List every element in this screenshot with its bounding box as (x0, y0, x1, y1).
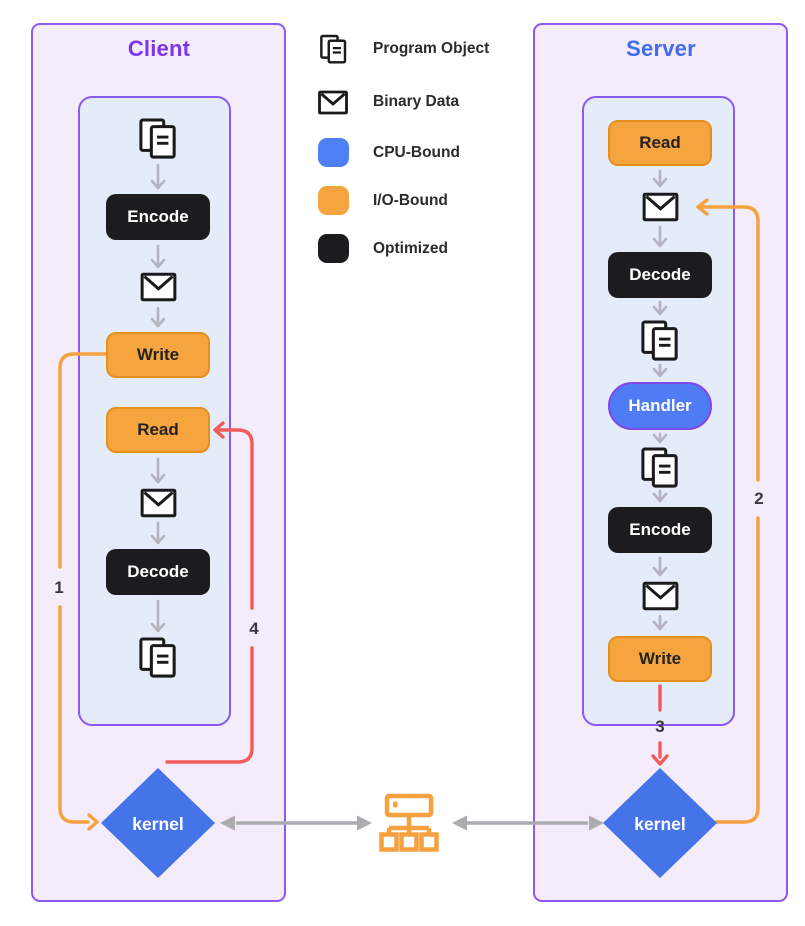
client-program-object-icon-top (139, 118, 177, 160)
step-2-label: 2 (754, 489, 764, 508)
io-bound-swatch (316, 186, 350, 215)
legend-label: Binary Data (373, 93, 460, 110)
server-read-block: Read (608, 120, 712, 166)
network-hub-icon (375, 793, 443, 853)
step-1-label: 1 (54, 578, 64, 597)
client-binary-data-icon-1 (140, 272, 177, 302)
client-kernel-label: kernel (132, 814, 184, 834)
program-object-icon (316, 34, 350, 65)
legend-item-binary-data: Binary Data (316, 88, 459, 116)
server-title: Server (626, 36, 696, 61)
server-binary-data-icon-2 (642, 581, 679, 611)
legend-item-cpu-bound: CPU-Bound (316, 138, 460, 167)
client-kernel: kernel (100, 767, 216, 879)
legend-label: Program Object (373, 40, 490, 57)
client-program-object-icon-bottom (139, 637, 177, 679)
step-3-label: 3 (655, 717, 665, 736)
legend-label: CPU-Bound (373, 143, 460, 161)
legend-label: Optimized (373, 239, 448, 257)
legend-label: I/O-Bound (373, 191, 448, 209)
legend-item-program-object: Program Object (316, 30, 489, 68)
server-binary-data-icon-1 (642, 192, 679, 222)
client-title: Client (127, 36, 191, 61)
server-kernel-label: kernel (634, 814, 686, 834)
server-program-object-icon-bottom (641, 447, 679, 489)
cpu-bound-swatch (316, 138, 350, 167)
client-write-block: Write (106, 332, 210, 378)
server-decode-block: Decode (608, 252, 712, 298)
client-decode-block: Decode (106, 549, 210, 595)
server-program-object-icon-top (641, 320, 679, 362)
optimized-swatch (316, 234, 350, 263)
server-handler-block: Handler (608, 382, 712, 430)
legend-item-io-bound: I/O-Bound (316, 186, 448, 215)
server-encode-block: Encode (608, 507, 712, 553)
server-write-block: Write (608, 636, 712, 682)
client-encode-block: Encode (106, 194, 210, 240)
client-binary-data-icon-2 (140, 488, 177, 518)
server-kernel: kernel (602, 767, 718, 879)
envelope-icon (316, 90, 350, 115)
step-4-label: 4 (249, 619, 259, 638)
client-read-block: Read (106, 407, 210, 453)
legend-item-optimized: Optimized (316, 234, 448, 263)
